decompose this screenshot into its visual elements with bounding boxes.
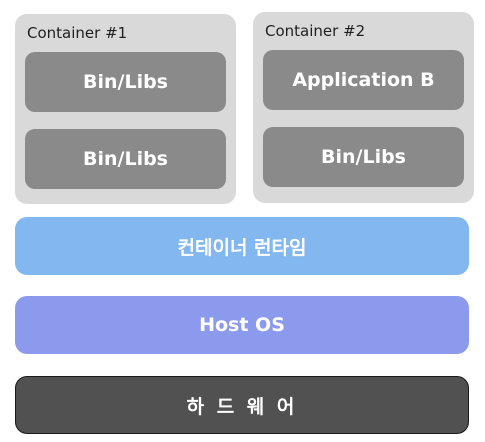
container-1-box-2: Bin/Libs <box>25 129 226 189</box>
container-1-box-1: Bin/Libs <box>25 52 226 112</box>
container-2: Container #2 Application B Bin/Libs <box>253 12 474 203</box>
container-1: Container #1 Bin/Libs Bin/Libs <box>15 14 236 204</box>
hardware-layer: 하 드 웨 어 <box>15 376 469 434</box>
container-2-box-1: Application B <box>263 50 464 110</box>
container-2-title: Container #2 <box>265 22 366 40</box>
container-2-box-2: Bin/Libs <box>263 127 464 187</box>
host-os-layer: Host OS <box>15 296 469 354</box>
container-runtime-layer: 컨테이너 런타임 <box>15 217 469 275</box>
container-1-title: Container #1 <box>27 24 128 42</box>
